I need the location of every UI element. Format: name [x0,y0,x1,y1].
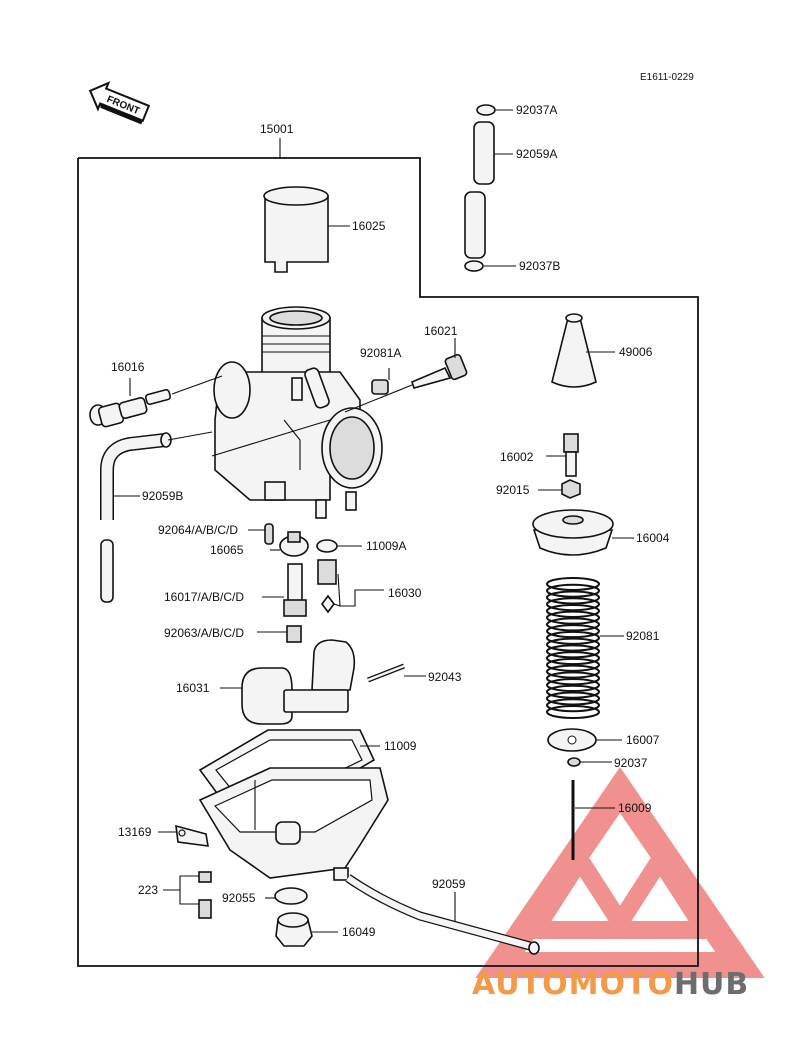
spring-coil [546,597,600,612]
spring-coil [546,624,600,639]
float [220,639,356,725]
spring-coil [546,698,600,713]
label-92037: 92037 [614,756,648,770]
cable-adjuster [546,433,579,477]
hose-clamp [158,824,209,847]
label-16021: 16021 [424,324,458,338]
label-92043: 92043 [428,670,462,684]
label-92081A: 92081A [360,346,401,360]
spring-coil [546,630,600,645]
watermark-logo [475,767,765,978]
label-92015: 92015 [496,483,530,497]
label-16031: 16031 [176,681,210,695]
needle-clip [567,757,581,767]
spring-coil [546,644,600,659]
label-15001: 15001 [260,122,294,136]
label-92037B: 92037B [519,259,560,273]
label-16030: 16030 [388,586,422,600]
label-16007: 16007 [626,733,660,747]
spring-coil [546,705,600,719]
spring-coil [546,583,600,598]
label-92081: 92081 [626,629,660,643]
spring-coil [546,671,600,686]
label-223: 223 [138,883,158,897]
drain-plug [275,912,338,947]
jet-needle [571,780,615,860]
watermark-text: AUTOMOTOHUB [472,967,749,1002]
label-11009A: 11009A [366,539,406,553]
spring-coil [546,603,600,618]
label-16049: 16049 [342,925,376,939]
label-92059: 92059 [432,877,466,891]
label-13169: 13169 [118,825,152,839]
lock-nut [561,479,581,499]
assembly-frame [77,157,699,967]
needle-retainer-plate [547,728,622,752]
drain-hose [345,874,540,955]
drain-hose-b [100,431,213,603]
pilot-screw-spring [264,523,274,545]
slide-spring [546,577,600,719]
pilot-jet [286,625,302,643]
label-16016: 16016 [111,360,145,374]
throttle-slide [263,186,350,273]
front-arrow-icon: FRONT [88,81,151,125]
top-cap [532,509,634,556]
label-92037A: 92037A [516,103,557,117]
starter-plunger [89,375,223,428]
spring-coil [546,684,600,699]
spring-coil [546,651,600,666]
air-screw [344,338,468,413]
needle-jet [262,563,307,617]
label-92059B: 92059B [142,489,183,503]
label-92059A: 92059A [516,147,557,161]
bowl-screws [163,871,212,919]
spring-coil [546,637,600,652]
main-jet [317,559,384,614]
label-16017: 16017/A/B/C/D [164,590,244,604]
watermark-text-part2: HUB [674,967,749,1002]
small-spring [371,368,390,395]
label-16065: 16065 [210,543,244,557]
spring-coil [546,610,600,625]
label-92063: 92063/A/B/C/D [164,626,244,640]
spring-coil [546,678,600,693]
label-16004: 16004 [636,531,670,545]
label-92055: 92055 [222,891,256,905]
spring-coil [546,691,600,706]
spring-coil [546,657,600,672]
watermark-text-part1: AUTOMOTO [472,967,674,1002]
float-bowl [198,767,389,881]
label-92064: 92064/A/B/C/D [158,523,238,537]
spring-coil [546,590,600,605]
needle-jet-holder [270,531,309,557]
spring-coil [546,664,600,679]
label-49006: 49006 [619,345,653,359]
label-16025: 16025 [352,219,386,233]
label-11009: 11009 [384,739,417,753]
vent-tube-assembly [464,104,516,272]
spring-coil [546,617,600,632]
carburetor-body [211,306,383,519]
spring-coil [546,577,600,591]
o-ring [274,887,308,905]
label-16002: 16002 [500,450,534,464]
cable-boot [551,313,615,388]
gasket-ring-a [316,539,338,553]
label-16009: 16009 [618,801,652,815]
diagram-code: E1611-0229 [640,72,694,83]
